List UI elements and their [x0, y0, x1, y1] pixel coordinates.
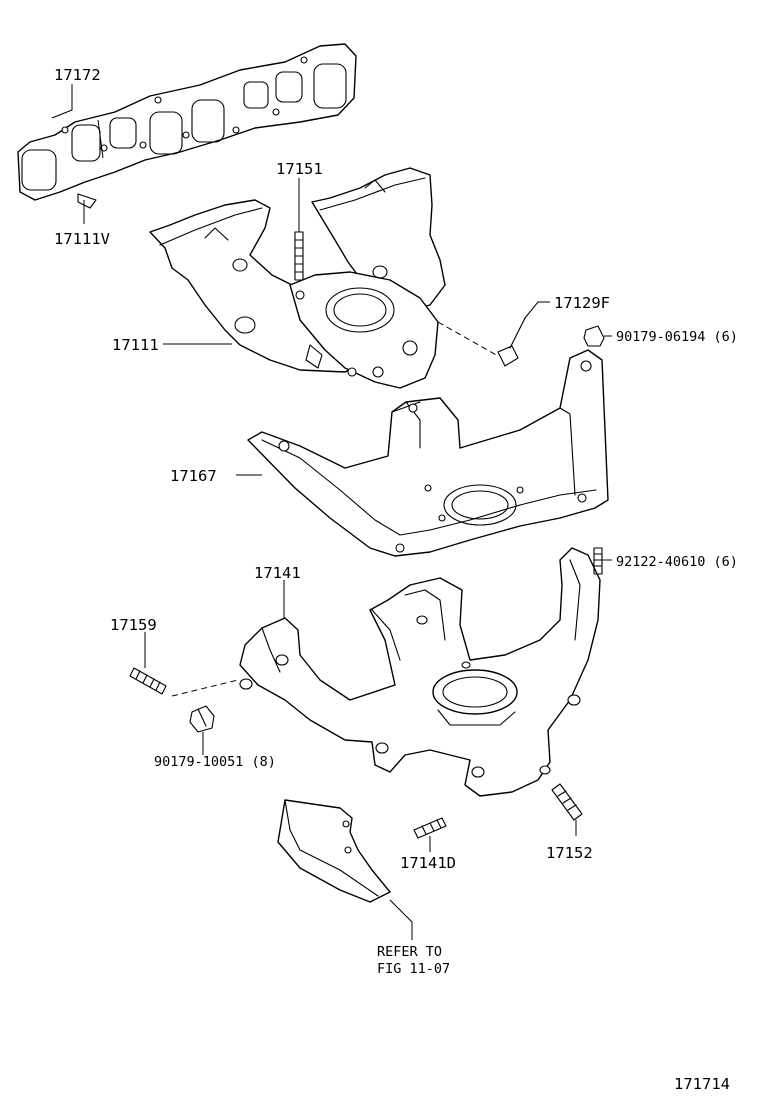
exhaust-manifold-gasket[interactable] [17, 43, 357, 201]
intake-manifold[interactable] [149, 167, 446, 389]
label-stud-left: 17159 [110, 616, 157, 634]
manifold-heat-insulator[interactable] [247, 349, 609, 557]
label-nut-top: 90179-06194 (6) [616, 329, 738, 345]
nut-90179-06194[interactable] [583, 325, 605, 347]
label-stud-nut: 92122-40610 (6) [616, 554, 738, 570]
stud-17152[interactable] [551, 783, 583, 821]
stud-92122-40610[interactable] [593, 547, 603, 575]
label-refer-line1: REFER TO [377, 944, 442, 960]
label-intake-stud: 17151 [276, 160, 323, 178]
exhaust-manifold[interactable] [239, 547, 601, 797]
label-exhaust-manifold: 17141 [254, 564, 301, 582]
label-intake-manifold: 17111 [112, 336, 159, 354]
label-stud-right: 17152 [546, 844, 593, 862]
exhaust-heat-shield[interactable] [277, 799, 391, 903]
figure-number: 171714 [674, 1075, 730, 1093]
nut-90179-10051[interactable] [189, 705, 215, 733]
stud-17141d[interactable] [413, 817, 447, 839]
stud-17159[interactable] [129, 667, 167, 695]
label-nut-left: 90179-10051 (8) [154, 754, 276, 770]
label-heat-insulator: 17167 [170, 467, 217, 485]
label-refer-line2: FIG 11-07 [377, 961, 450, 977]
label-bolt-f: 17129F [554, 294, 610, 312]
label-gasket: 17172 [54, 66, 101, 84]
label-gasket-stud: 17111V [54, 230, 110, 248]
gasket-stud[interactable] [77, 193, 97, 224]
bolt-17129f[interactable] [497, 317, 526, 367]
label-stud-d: 17141D [400, 854, 456, 872]
intake-manifold-stud[interactable] [294, 231, 304, 281]
